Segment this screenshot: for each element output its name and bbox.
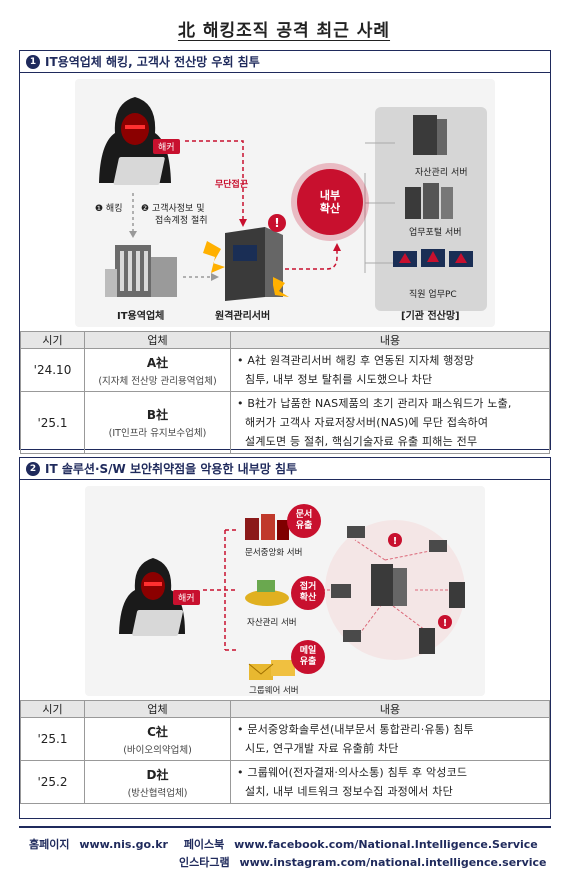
it-vendor-label: IT용역업체: [117, 311, 165, 322]
doc-server-label: 문서중앙화 서버: [245, 548, 303, 558]
diagram-graphics: ! !: [119, 514, 465, 680]
svg-text:!: !: [393, 536, 398, 547]
employee-pc-icon: [393, 249, 473, 267]
step2b-label: 접속계정 절취: [155, 216, 208, 226]
attack-diagram-1: ! 해커 ❶ 해킹 ❷ 고객사정보 및 접속계정 절취 무단접근: [75, 73, 495, 331]
section-number-badge: 1: [26, 54, 40, 69]
footer: 홈페이지 www.nis.go.kr 페이스북 www.facebook.com…: [19, 826, 551, 869]
internal-spread-bubble: 내부 확산: [297, 169, 363, 235]
table-row: '25.2 D社(방산협력업체) • 그룹웨어(전자결재·의사소통) 침투 후 …: [20, 760, 550, 804]
section-heading: IT 솔루션·S/W 보안취약점을 악용한 내부망 침투: [45, 462, 298, 476]
table-header-row: 시기 업체 내용: [20, 331, 550, 349]
section-software-vuln: 2 IT 솔루션·S/W 보안취약점을 악용한 내부망 침투: [19, 457, 551, 819]
cases-table-2: 시기 업체 내용 '25.1 C社(바이오의약업체) • 문서중앙화솔루션(내부…: [20, 700, 550, 804]
section-header: 2 IT 솔루션·S/W 보안취약점을 악용한 내부망 침투: [20, 458, 550, 480]
step2-label: ❷ 고객사정보 및: [141, 204, 205, 214]
portal-server-icon: [405, 183, 453, 219]
table-row: '24.10 A社(지자체 전산망 관리용역업체) • A社 원격관리서버 해킹…: [20, 348, 550, 392]
instagram-label: 인스타그램: [179, 856, 230, 869]
cases-table-1: 시기 업체 내용 '24.10 A社(지자체 전산망 관리용역업체) • A社 …: [20, 331, 550, 454]
asset-server-label: 자산관리 서버: [415, 168, 468, 178]
homepage-link[interactable]: www.nis.go.kr: [79, 838, 168, 851]
table-header-row: 시기 업체 내용: [20, 700, 550, 718]
facebook-label: 페이스북: [183, 838, 225, 851]
section-it-vendor: 1 IT용역업체 해킹, 고객사 전산망 우회 침투: [19, 50, 551, 454]
hacker-tag: 해커: [153, 139, 180, 154]
asset-server-icon: [413, 115, 447, 155]
section-number-badge: 2: [26, 461, 40, 476]
hacker-icon: [99, 97, 171, 185]
facebook-link[interactable]: www.facebook.com/National.Intelligence.S…: [234, 838, 538, 851]
section-heading: IT용역업체 해킹, 고객사 전산망 우회 침투: [45, 55, 260, 69]
table-row: '25.1 B社(IT인프라 유지보수업체) • B社가 납품한 NAS제품의 …: [20, 391, 550, 454]
foothold-bubble: 접거 확산: [291, 576, 325, 610]
unauthorized-label: 무단접근: [215, 180, 249, 190]
page-title: 北 해킹조직 공격 최근 사례: [177, 21, 391, 41]
attack-diagram-2: ! ! 해커 문서 유출 접거 확산 메일 유출 문서중앙화 서버 자산관리 서…: [85, 480, 485, 700]
doc-leak-bubble: 문서 유출: [287, 504, 321, 538]
svg-text:!: !: [274, 216, 279, 230]
svg-text:!: !: [443, 618, 448, 629]
portal-server-label: 업무포털 서버: [409, 228, 462, 238]
hacker-icon: [119, 558, 185, 636]
hacker-tag: 해커: [173, 590, 200, 605]
table-row: '25.1 C社(바이오의약업체) • 문서중앙화솔루션(내부문서 통합관리·유…: [20, 717, 550, 761]
remote-server-icon: !: [203, 214, 289, 301]
remote-server-label: 원격관리서버: [215, 311, 271, 322]
section-header: 1 IT용역업체 해킹, 고객사 전산망 우회 침투: [20, 51, 550, 73]
building-icon: [105, 245, 177, 297]
step1-label: ❶ 해킹: [95, 204, 123, 214]
agency-network-label: [기관 전산망]: [401, 311, 460, 322]
employee-pc-label: 직원 업무PC: [409, 290, 457, 300]
instagram-link[interactable]: www.instagram.com/national.intelligence.…: [239, 856, 547, 869]
homepage-label: 홈페이지: [29, 838, 70, 851]
asset-server-label: 자산관리 서버: [247, 618, 297, 628]
diagram-graphics: !: [99, 97, 487, 311]
mail-leak-bubble: 메일 유출: [291, 640, 325, 674]
groupware-server-label: 그룹웨어 서버: [249, 686, 299, 696]
